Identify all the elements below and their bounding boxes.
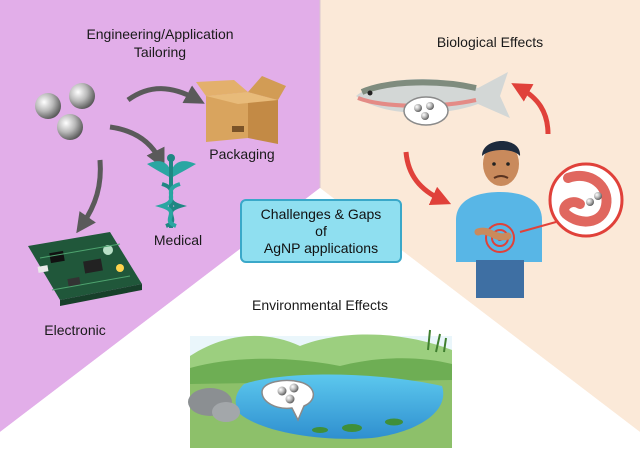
nanoparticle-spheres-icon	[35, 83, 95, 140]
engineering-title-line-2: Tailoring	[133, 44, 187, 60]
stomach-icon	[519, 162, 624, 238]
sick-person-icon	[456, 141, 542, 298]
challenges-box: Challenges & Gaps of AgNP applications	[240, 199, 402, 263]
engineering-title: Engineering/Application Tailoring	[60, 25, 260, 61]
caduceus-icon	[147, 154, 196, 228]
medical-label: Medical	[153, 232, 203, 248]
circuit-board-icon	[28, 232, 142, 306]
cardboard-box-icon	[196, 76, 286, 144]
challenges-line-2: of	[315, 222, 327, 239]
electronic-label: Electronic	[44, 322, 106, 338]
fish-icon	[356, 72, 510, 126]
challenges-line-3: AgNP applications	[263, 239, 379, 256]
biological-title: Biological Effects	[436, 34, 544, 50]
environmental-title: Environmental Effects	[252, 297, 388, 313]
environmental-panel	[0, 188, 640, 456]
packaging-label: Packaging	[209, 146, 275, 162]
challenges-line-1: Challenges & Gaps	[260, 205, 382, 222]
engineering-title-line-1: Engineering/Application	[86, 26, 234, 42]
pond-landscape-icon	[188, 329, 452, 448]
